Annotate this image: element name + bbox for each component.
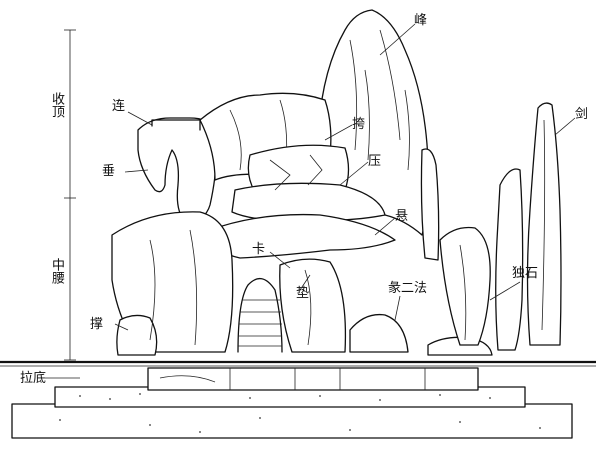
label-cheng: 撑 bbox=[90, 317, 104, 332]
section-label-middle: 中腰 bbox=[49, 258, 64, 284]
label-lian: 连 bbox=[112, 99, 126, 114]
label-ka: 卡 bbox=[252, 242, 266, 257]
cave-steps bbox=[237, 278, 283, 353]
label-jue: 彖二法 bbox=[388, 281, 428, 296]
label-dushi: 独石 bbox=[512, 266, 539, 281]
left-cluster bbox=[111, 211, 234, 356]
label-feng: 峰 bbox=[414, 13, 428, 28]
label-ladi: 拉底 bbox=[20, 371, 47, 386]
cushion-rock bbox=[279, 258, 347, 353]
vertical-dimension bbox=[64, 29, 76, 361]
label-chui: 垂 bbox=[102, 164, 116, 179]
middle-rocks bbox=[208, 144, 396, 259]
foundation bbox=[11, 367, 573, 439]
standalone-rock bbox=[439, 226, 491, 346]
label-jian: 剑 bbox=[575, 107, 589, 122]
label-xuan: 悬 bbox=[395, 209, 409, 224]
side-rock bbox=[420, 148, 524, 351]
label-kua: 挎 bbox=[352, 117, 366, 132]
label-dian: 垫 bbox=[296, 286, 310, 301]
small-rocks bbox=[349, 313, 493, 356]
gravel-dots bbox=[59, 393, 541, 433]
label-ya: 压 bbox=[368, 154, 382, 169]
section-label-top: 收顶 bbox=[49, 92, 64, 118]
leader-lines bbox=[45, 23, 576, 379]
sword-rock bbox=[526, 102, 562, 346]
